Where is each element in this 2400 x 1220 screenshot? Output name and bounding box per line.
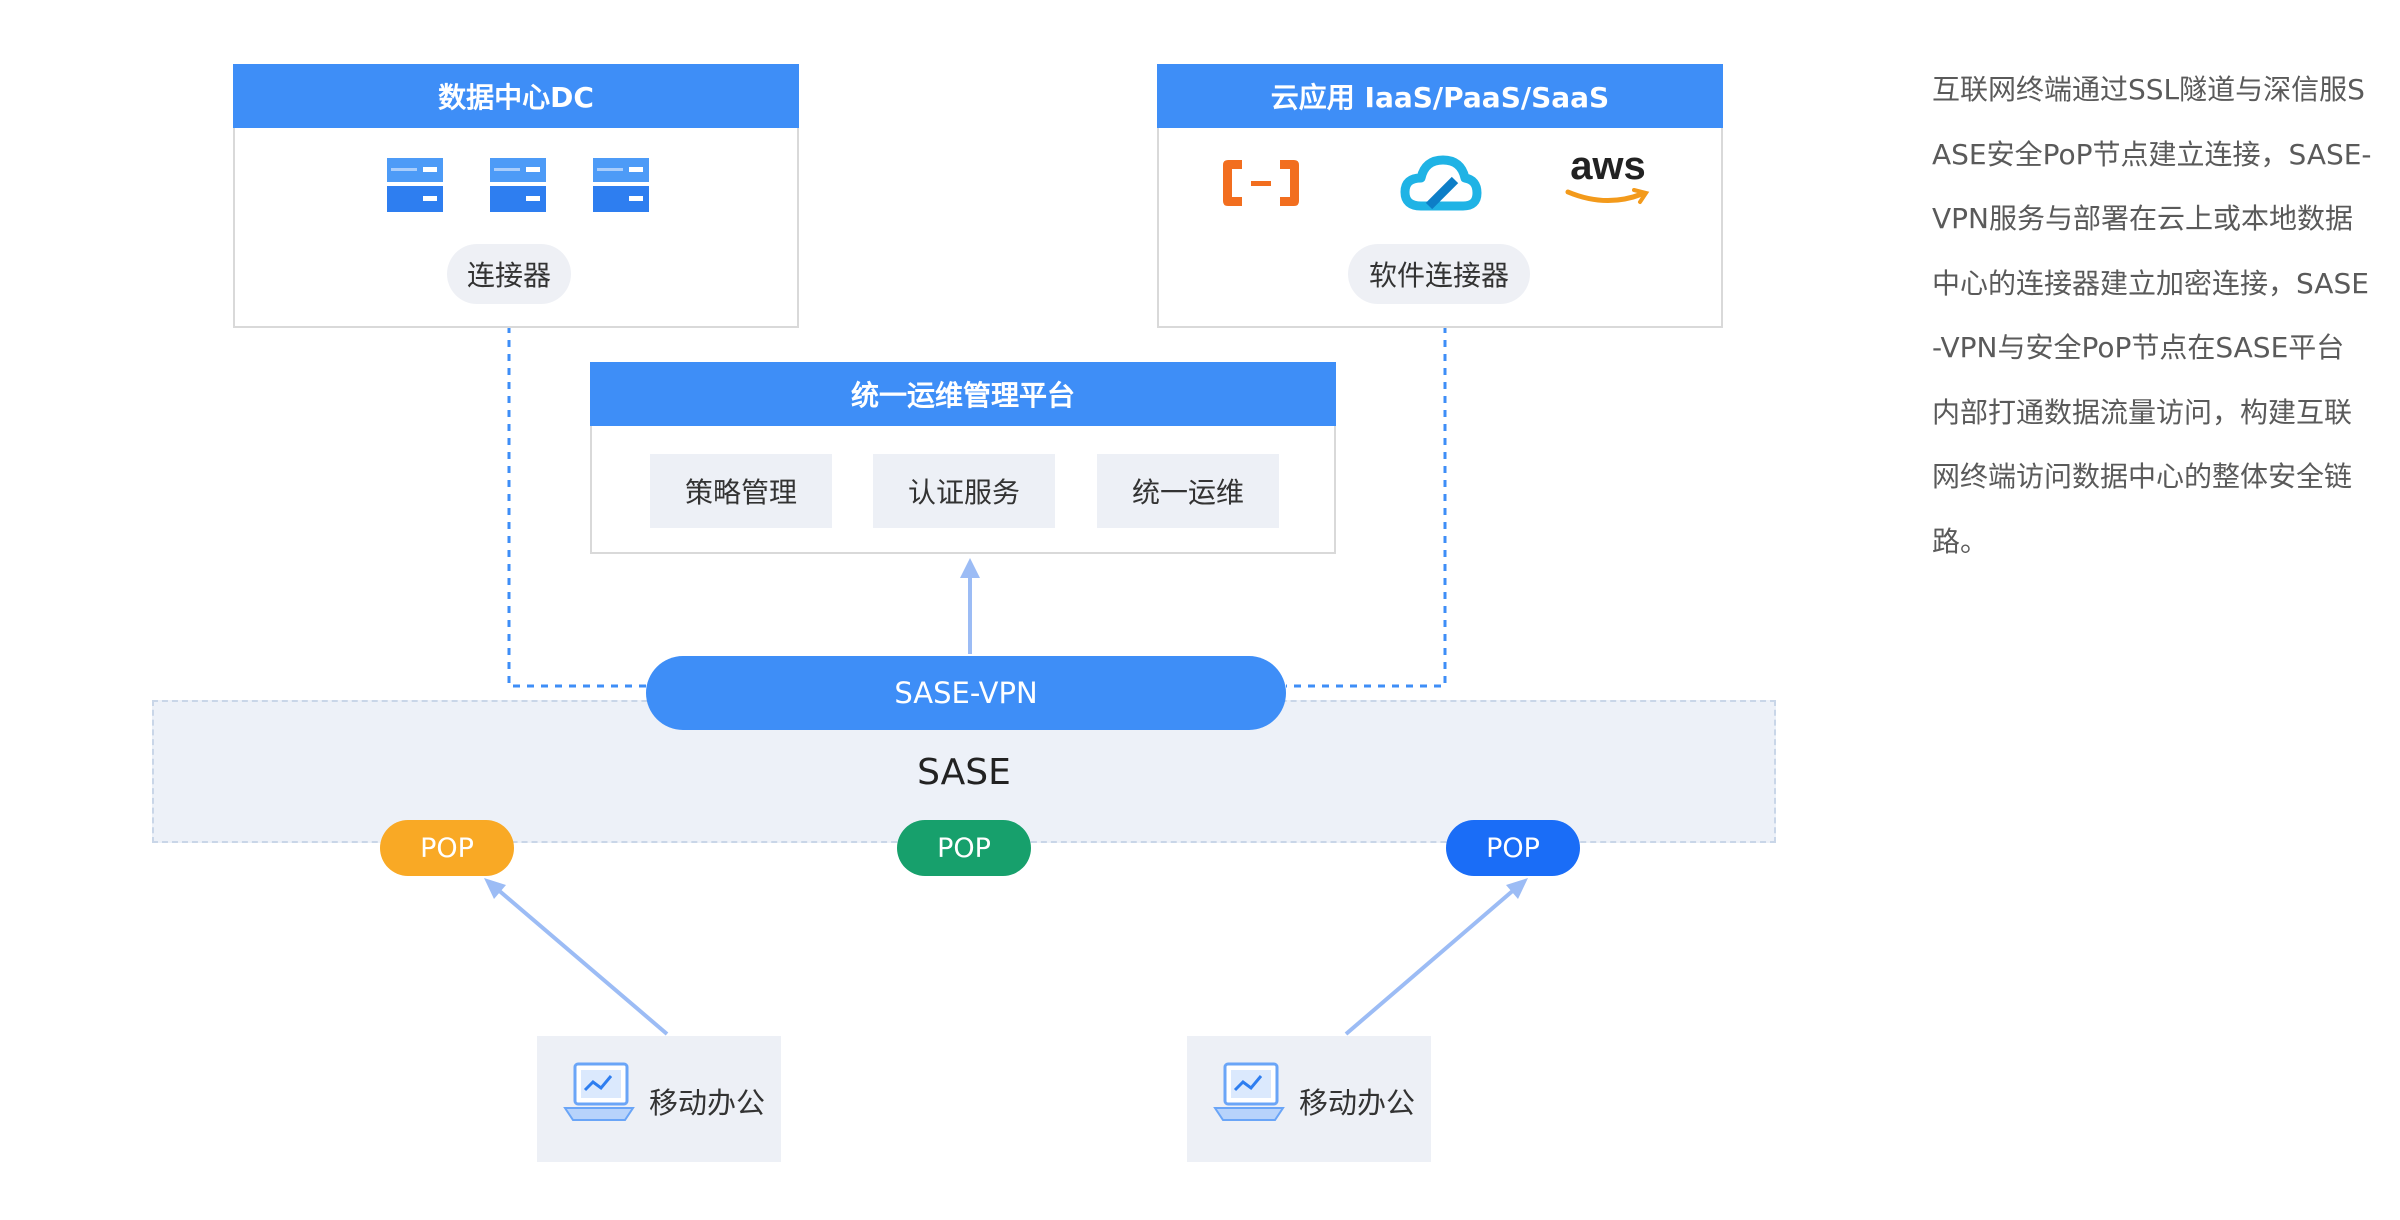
server-icon [387, 158, 443, 216]
cloud-app-title: 云应用 IaaS/PaaS/SaaS [1157, 64, 1723, 128]
platform-item-policy: 策略管理 [650, 454, 832, 528]
description-text: 互联网终端通过SSL隧道与深信服SASE安全PoP节点建立连接，SASE-VPN… [1932, 73, 2372, 558]
mobile-office-right: 移动办公 [1187, 1036, 1431, 1162]
sase-vpn-node: SASE-VPN [646, 656, 1286, 730]
alibaba-cloud-icon [1220, 156, 1302, 214]
sase-label: SASE [917, 752, 1011, 793]
platform-item-ops: 统一运维 [1097, 454, 1279, 528]
pop-node-right: POP [1446, 820, 1580, 876]
server-icon [593, 158, 649, 216]
cloud-connector-line [1286, 298, 1447, 688]
platform-title: 统一运维管理平台 [590, 362, 1336, 426]
server-icon [490, 158, 546, 216]
aws-text: aws [1570, 144, 1646, 188]
mobile-office-label: 移动办公 [1299, 1086, 1416, 1120]
aws-logo: aws [1560, 146, 1656, 210]
mobile-office-label: 移动办公 [649, 1086, 766, 1120]
laptop-icon [563, 1062, 635, 1121]
pop-node-left: POP [380, 820, 514, 876]
platform-item-auth: 认证服务 [873, 454, 1055, 528]
dc-connector-pill: 连接器 [447, 244, 571, 304]
mobile-left-arrow [494, 886, 669, 1036]
datacenter-title: 数据中心DC [233, 64, 799, 128]
mobile-right-arrow [1344, 886, 1518, 1036]
platform-card: 统一运维管理平台 策略管理 认证服务 统一运维 [590, 362, 1336, 554]
pop-node-center: POP [897, 820, 1031, 876]
tencent-cloud-icon [1399, 150, 1483, 218]
laptop-icon [1213, 1062, 1285, 1121]
dc-connector-line [507, 298, 646, 688]
cloud-connector-pill: 软件连接器 [1348, 244, 1530, 304]
mobile-office-left: 移动办公 [537, 1036, 781, 1162]
